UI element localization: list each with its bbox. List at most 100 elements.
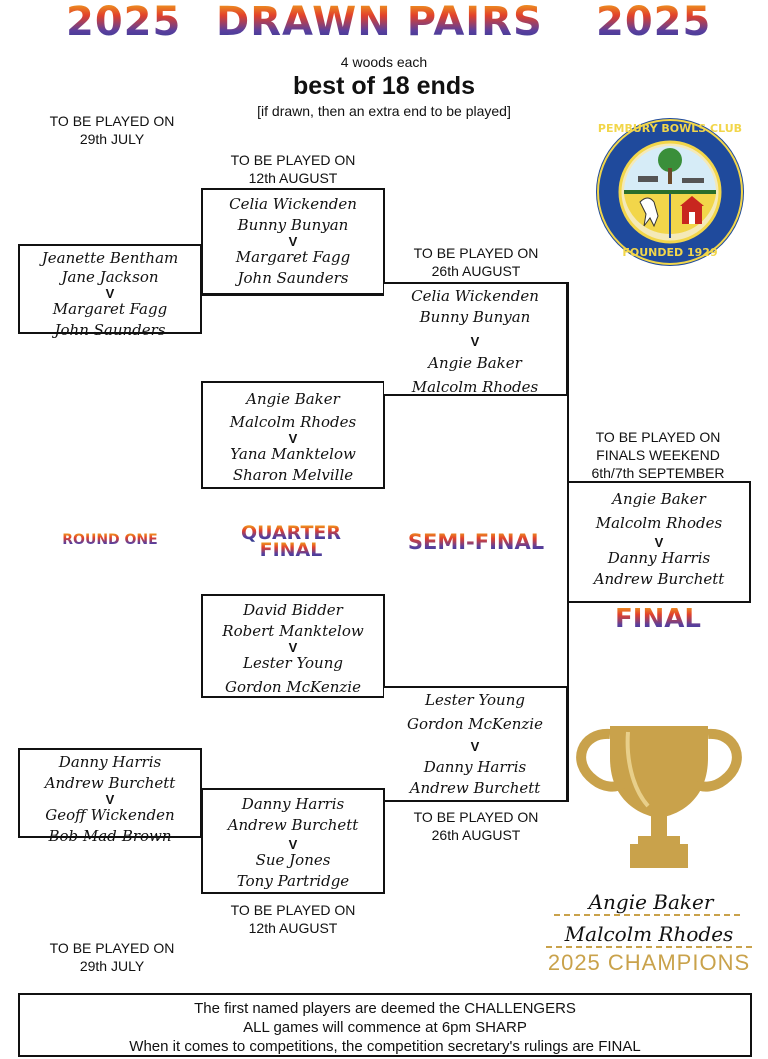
- match-r1-bottom: Danny Harris Andrew Burchett V Geoff Wic…: [18, 748, 202, 845]
- match-final: Angie Baker Malcolm Rhodes V Danny Harri…: [567, 481, 751, 603]
- player: Celia Wickenden: [411, 287, 539, 305]
- player: Sue Jones: [255, 851, 331, 869]
- connector-r1-top: [201, 294, 385, 296]
- versus-label: V: [288, 234, 298, 249]
- match-qf1: Celia Wickenden Bunny Bunyan V Margaret …: [201, 188, 385, 295]
- match-r1-top: Jeanette Bentham Jane Jackson V Margaret…: [18, 244, 202, 339]
- player: Bunny Bunyan: [237, 216, 349, 234]
- club-logo: PEMBURY BOWLS CLUB FOUNDED 1929: [594, 116, 746, 268]
- subtitle-woods: 4 woods each: [340, 54, 428, 70]
- rules-box: The first named players are deemed the C…: [18, 993, 752, 1057]
- champion-name-2: Malcolm Rhodes: [564, 922, 734, 946]
- date-r1-top: TO BE PLAYED ON 29th JULY: [32, 112, 192, 148]
- date-line: TO BE PLAYED ON: [595, 429, 721, 445]
- date-line: 26th AUGUST: [431, 827, 521, 843]
- date-line: TO BE PLAYED ON: [230, 902, 356, 918]
- player: Bunny Bunyan: [419, 308, 531, 326]
- subtitle-extra-end: [if drawn, then an extra end to be playe…: [257, 103, 511, 119]
- player: Robert Manktelow: [222, 622, 364, 640]
- player: Danny Harris: [58, 753, 162, 771]
- date-sf-top: TO BE PLAYED ON 26th AUGUST: [396, 244, 556, 280]
- date-line: TO BE PLAYED ON: [49, 940, 175, 956]
- champions-block: Angie Baker Malcolm Rhodes 2025 CHAMPION…: [546, 890, 752, 976]
- date-final: TO BE PLAYED ON FINALS WEEKEND 6th/7th S…: [578, 428, 738, 482]
- player: David Bidder: [243, 601, 343, 619]
- date-line: 6th/7th SEPTEMBER: [591, 465, 725, 481]
- label-quarter-final: FINAL: [221, 541, 361, 560]
- player: Gordon McKenzie: [225, 678, 361, 696]
- player: John Saunders: [237, 269, 349, 287]
- player: Danny Harris: [423, 758, 527, 776]
- player: Andrew Burchett: [44, 774, 176, 792]
- label-final: FINAL: [578, 604, 738, 634]
- match-qf3: David Bidder Robert Manktelow V Lester Y…: [201, 594, 385, 698]
- champions-label: 2025 CHAMPIONS: [547, 950, 751, 975]
- versus-label: V: [654, 535, 664, 550]
- date-line: 12th AUGUST: [248, 920, 338, 936]
- player: Lester Young: [425, 691, 525, 709]
- player: Jeanette Bentham: [41, 249, 179, 267]
- trophy-icon: [576, 726, 742, 868]
- date-line: 29th JULY: [79, 958, 145, 974]
- champion-divider: [554, 914, 740, 916]
- logo-top-text: PEMBURY BOWLS CLUB: [597, 122, 743, 135]
- versus-label: V: [288, 640, 298, 655]
- rule-line: When it comes to competitions, the compe…: [129, 1038, 641, 1055]
- player: Angie Baker: [612, 490, 706, 508]
- player: Angie Baker: [428, 354, 522, 372]
- date-line: TO BE PLAYED ON: [413, 245, 539, 261]
- label-round-one: ROUND ONE: [40, 532, 180, 548]
- match-qf2: Angie Baker Malcolm Rhodes V Yana Mankte…: [201, 381, 385, 489]
- champion-name-1: Angie Baker: [588, 890, 714, 914]
- player: Angie Baker: [246, 390, 340, 408]
- versus-label: V: [105, 286, 115, 301]
- rule-line: The first named players are deemed the C…: [194, 1000, 576, 1017]
- player: John Saunders: [54, 321, 166, 339]
- match-sf1: Celia Wickenden Bunny Bunyan V Angie Bak…: [384, 282, 568, 396]
- header-year-right: 2025: [596, 0, 712, 45]
- player: Geoff Wickenden: [45, 806, 175, 824]
- header-title: DRAWN PAIRS: [216, 0, 543, 45]
- versus-label: V: [288, 431, 298, 446]
- date-line: 12th AUGUST: [248, 170, 338, 186]
- player: Danny Harris: [607, 549, 711, 567]
- header-year-left: 2025: [66, 0, 182, 45]
- versus-label: V: [105, 792, 115, 807]
- date-sf-bottom: TO BE PLAYED ON 26th AUGUST: [396, 808, 556, 844]
- player: Celia Wickenden: [229, 195, 357, 213]
- player: Sharon Melville: [232, 466, 354, 484]
- date-qf-bottom: TO BE PLAYED ON 12th AUGUST: [213, 901, 373, 937]
- match-sf2: Lester Young Gordon McKenzie V Danny Har…: [384, 686, 568, 802]
- date-line: TO BE PLAYED ON: [230, 152, 356, 168]
- player: Tony Partridge: [236, 872, 350, 890]
- match-qf4: Danny Harris Andrew Burchett V Sue Jones…: [201, 788, 385, 894]
- versus-label: V: [470, 334, 480, 349]
- logo-bottom-text: FOUNDED 1929: [622, 246, 718, 259]
- label-quarter: QUARTER: [221, 524, 361, 543]
- player: Andrew Burchett: [593, 570, 725, 588]
- versus-label: V: [470, 739, 480, 754]
- date-line: TO BE PLAYED ON: [413, 809, 539, 825]
- versus-label: V: [288, 837, 298, 852]
- player: Jane Jackson: [61, 268, 159, 286]
- date-r1-bottom: TO BE PLAYED ON 29th JULY: [32, 939, 192, 975]
- club-logo-badge: [596, 118, 744, 266]
- subtitle-best-of: best of 18 ends: [293, 72, 475, 100]
- player: Danny Harris: [241, 795, 345, 813]
- player: Malcolm Rhodes: [595, 514, 723, 532]
- player: Andrew Burchett: [409, 779, 541, 797]
- date-line: 29th JULY: [79, 131, 145, 147]
- player: Margaret Fagg: [235, 248, 351, 266]
- date-line: 26th AUGUST: [431, 263, 521, 279]
- player: Bob Mad-Brown: [48, 827, 172, 845]
- player: Malcolm Rhodes: [229, 413, 357, 431]
- date-line: TO BE PLAYED ON: [49, 113, 175, 129]
- player: Andrew Burchett: [227, 816, 359, 834]
- player: Gordon McKenzie: [407, 715, 543, 733]
- rule-line: ALL games will commence at 6pm SHARP: [243, 1019, 527, 1036]
- label-semi-final: SEMI-FINAL: [396, 530, 556, 554]
- player: Margaret Fagg: [52, 300, 168, 318]
- player: Malcolm Rhodes: [411, 378, 539, 396]
- champion-divider: [546, 946, 752, 948]
- trophy-image: [572, 718, 746, 870]
